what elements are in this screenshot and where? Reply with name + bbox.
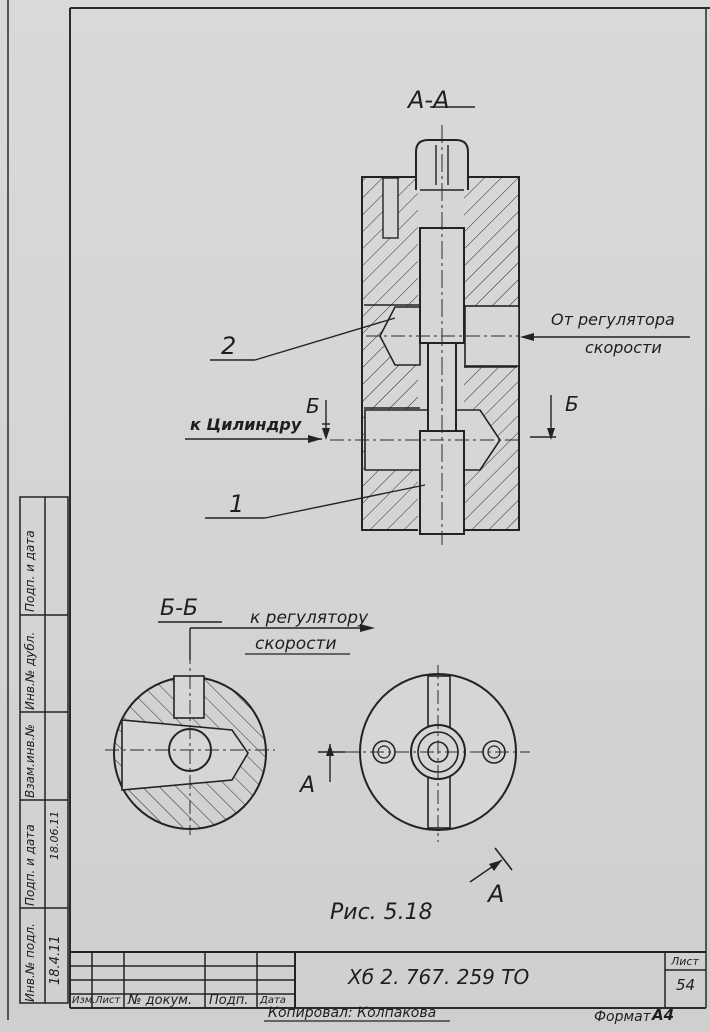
format-value: А4 bbox=[652, 1006, 675, 1024]
document-number: Хб 2. 767. 259 ТО bbox=[348, 965, 530, 989]
figure-caption: Рис. 5.18 bbox=[330, 900, 433, 925]
cut-mark-a-left: А bbox=[300, 773, 316, 798]
section-bb-title: Б-Б bbox=[160, 596, 199, 621]
stamp-value-inv: 18.4.11 bbox=[48, 935, 63, 985]
section-aa-body bbox=[330, 125, 520, 545]
header-data: Дата bbox=[260, 995, 286, 1006]
header-list: Лист bbox=[95, 995, 121, 1006]
stamp-value-date: 18.06.11 bbox=[48, 811, 61, 860]
cut-mark-a-right: А bbox=[488, 880, 505, 908]
sheet-label: Лист bbox=[671, 955, 699, 968]
section-bb-view bbox=[105, 621, 375, 835]
format-label: Формат bbox=[594, 1009, 651, 1025]
to-regulator-label-line2: скорости bbox=[255, 634, 337, 654]
header-doc-no: № докум. bbox=[128, 993, 193, 1008]
side-stamp-grid bbox=[19, 496, 69, 1004]
cut-mark-b-left: Б bbox=[306, 394, 320, 418]
sheet-number: 54 bbox=[676, 976, 696, 994]
drawing-frame bbox=[7, 0, 710, 1020]
title-block-grid bbox=[70, 951, 706, 1022]
header-podp: Подп. bbox=[209, 993, 249, 1008]
stamp-vzam-inv: Взам.инв.№ bbox=[23, 724, 37, 798]
from-regulator-label-line2: скорости bbox=[585, 338, 662, 357]
stamp-podp-data-1: Подп. и дата bbox=[23, 824, 37, 906]
section-aa-title: А-А bbox=[408, 86, 450, 114]
cut-mark-b-right: Б bbox=[565, 392, 579, 416]
plan-view bbox=[318, 665, 530, 883]
to-regulator-label-line1: к регулятору bbox=[250, 608, 369, 628]
copied-by: Копировал: Колпакова bbox=[268, 1005, 437, 1021]
leader-2-label: 2 bbox=[221, 332, 237, 360]
section-aa-annotations bbox=[185, 106, 690, 519]
stamp-inv-podl: Инв.№ подл. bbox=[23, 923, 37, 1002]
header-izm: Изм. bbox=[72, 995, 96, 1006]
to-cylinder-label: к Цилиндру bbox=[190, 415, 302, 434]
stamp-inv-dubl: Инв.№ дубл. bbox=[23, 631, 37, 710]
stamp-podp-data-2: Подп. и дата bbox=[23, 530, 37, 612]
from-regulator-label-line1: От регулятора bbox=[551, 310, 675, 329]
leader-1-label: 1 bbox=[229, 490, 245, 518]
